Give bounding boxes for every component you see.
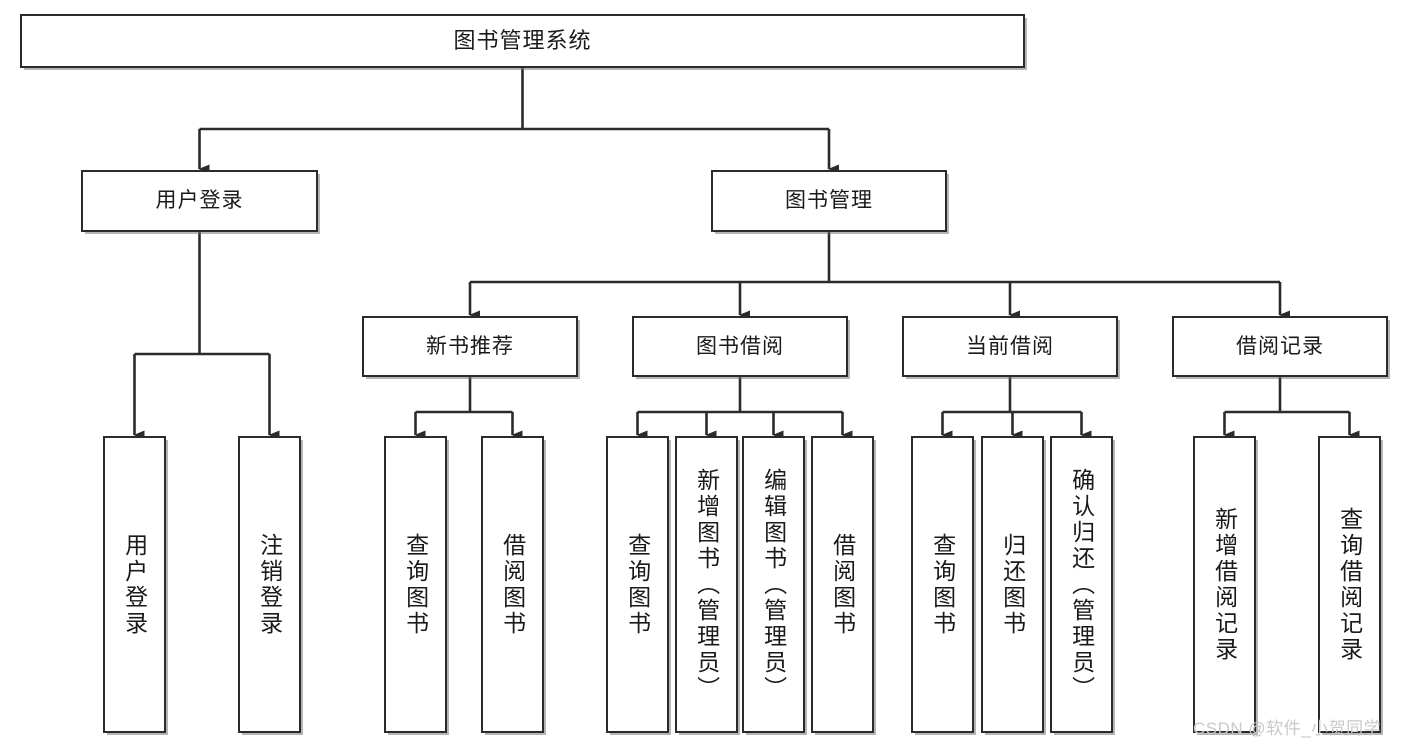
node-leaf-borrow-book-2[interactable]: 借阅图书 [811, 436, 874, 733]
node-leaf-borrow-book-1[interactable]: 借阅图书 [481, 436, 544, 733]
node-label: 归还图书 [999, 532, 1026, 637]
node-label: 查询借阅记录 [1336, 506, 1363, 663]
node-borrow-record[interactable]: 借阅记录 [1172, 316, 1388, 377]
node-label: 图书管理系统 [453, 27, 592, 53]
node-root[interactable]: 图书管理系统 [20, 14, 1025, 68]
node-label: 查询图书 [402, 532, 429, 637]
csdn-watermark: CSDN @软件_小贺同学 [1193, 719, 1382, 738]
node-book-borrow[interactable]: 图书借阅 [632, 316, 848, 377]
node-label: 图书管理 [785, 189, 873, 213]
node-leaf-add-record[interactable]: 新增借阅记录 [1193, 436, 1256, 733]
node-leaf-query-book-3[interactable]: 查询图书 [911, 436, 974, 733]
node-label: 编辑图书（管理员） [760, 467, 787, 702]
node-label: 借阅图书 [499, 532, 526, 637]
node-label: 借阅图书 [829, 532, 856, 637]
node-label: 用户登录 [155, 189, 244, 213]
node-label: 查询图书 [929, 532, 956, 637]
node-leaf-return-book[interactable]: 归还图书 [981, 436, 1044, 733]
node-label: 图书借阅 [696, 334, 784, 358]
node-label: 借阅记录 [1236, 334, 1324, 358]
node-label: 新增图书（管理员） [693, 467, 720, 702]
node-leaf-query-record[interactable]: 查询借阅记录 [1318, 436, 1381, 733]
node-leaf-user-login[interactable]: 用户登录 [103, 436, 166, 733]
node-label: 当前借阅 [966, 334, 1054, 358]
node-leaf-query-book-2[interactable]: 查询图书 [606, 436, 669, 733]
node-new-book-rec[interactable]: 新书推荐 [362, 316, 578, 377]
node-leaf-confirm-return[interactable]: 确认归还（管理员） [1050, 436, 1113, 733]
node-label: 用户登录 [121, 532, 148, 637]
node-label: 新增借阅记录 [1211, 506, 1238, 663]
node-current-borrow[interactable]: 当前借阅 [902, 316, 1118, 377]
node-user-login[interactable]: 用户登录 [81, 170, 318, 232]
node-label: 新书推荐 [426, 334, 514, 358]
node-label: 查询图书 [624, 532, 651, 637]
node-book-manage[interactable]: 图书管理 [711, 170, 947, 232]
node-leaf-logout[interactable]: 注销登录 [238, 436, 301, 733]
node-leaf-add-book[interactable]: 新增图书（管理员） [675, 436, 738, 733]
node-leaf-query-book-1[interactable]: 查询图书 [384, 436, 447, 733]
node-leaf-edit-book[interactable]: 编辑图书（管理员） [742, 436, 805, 733]
node-label: 注销登录 [256, 532, 283, 637]
node-label: 确认归还（管理员） [1068, 467, 1095, 702]
